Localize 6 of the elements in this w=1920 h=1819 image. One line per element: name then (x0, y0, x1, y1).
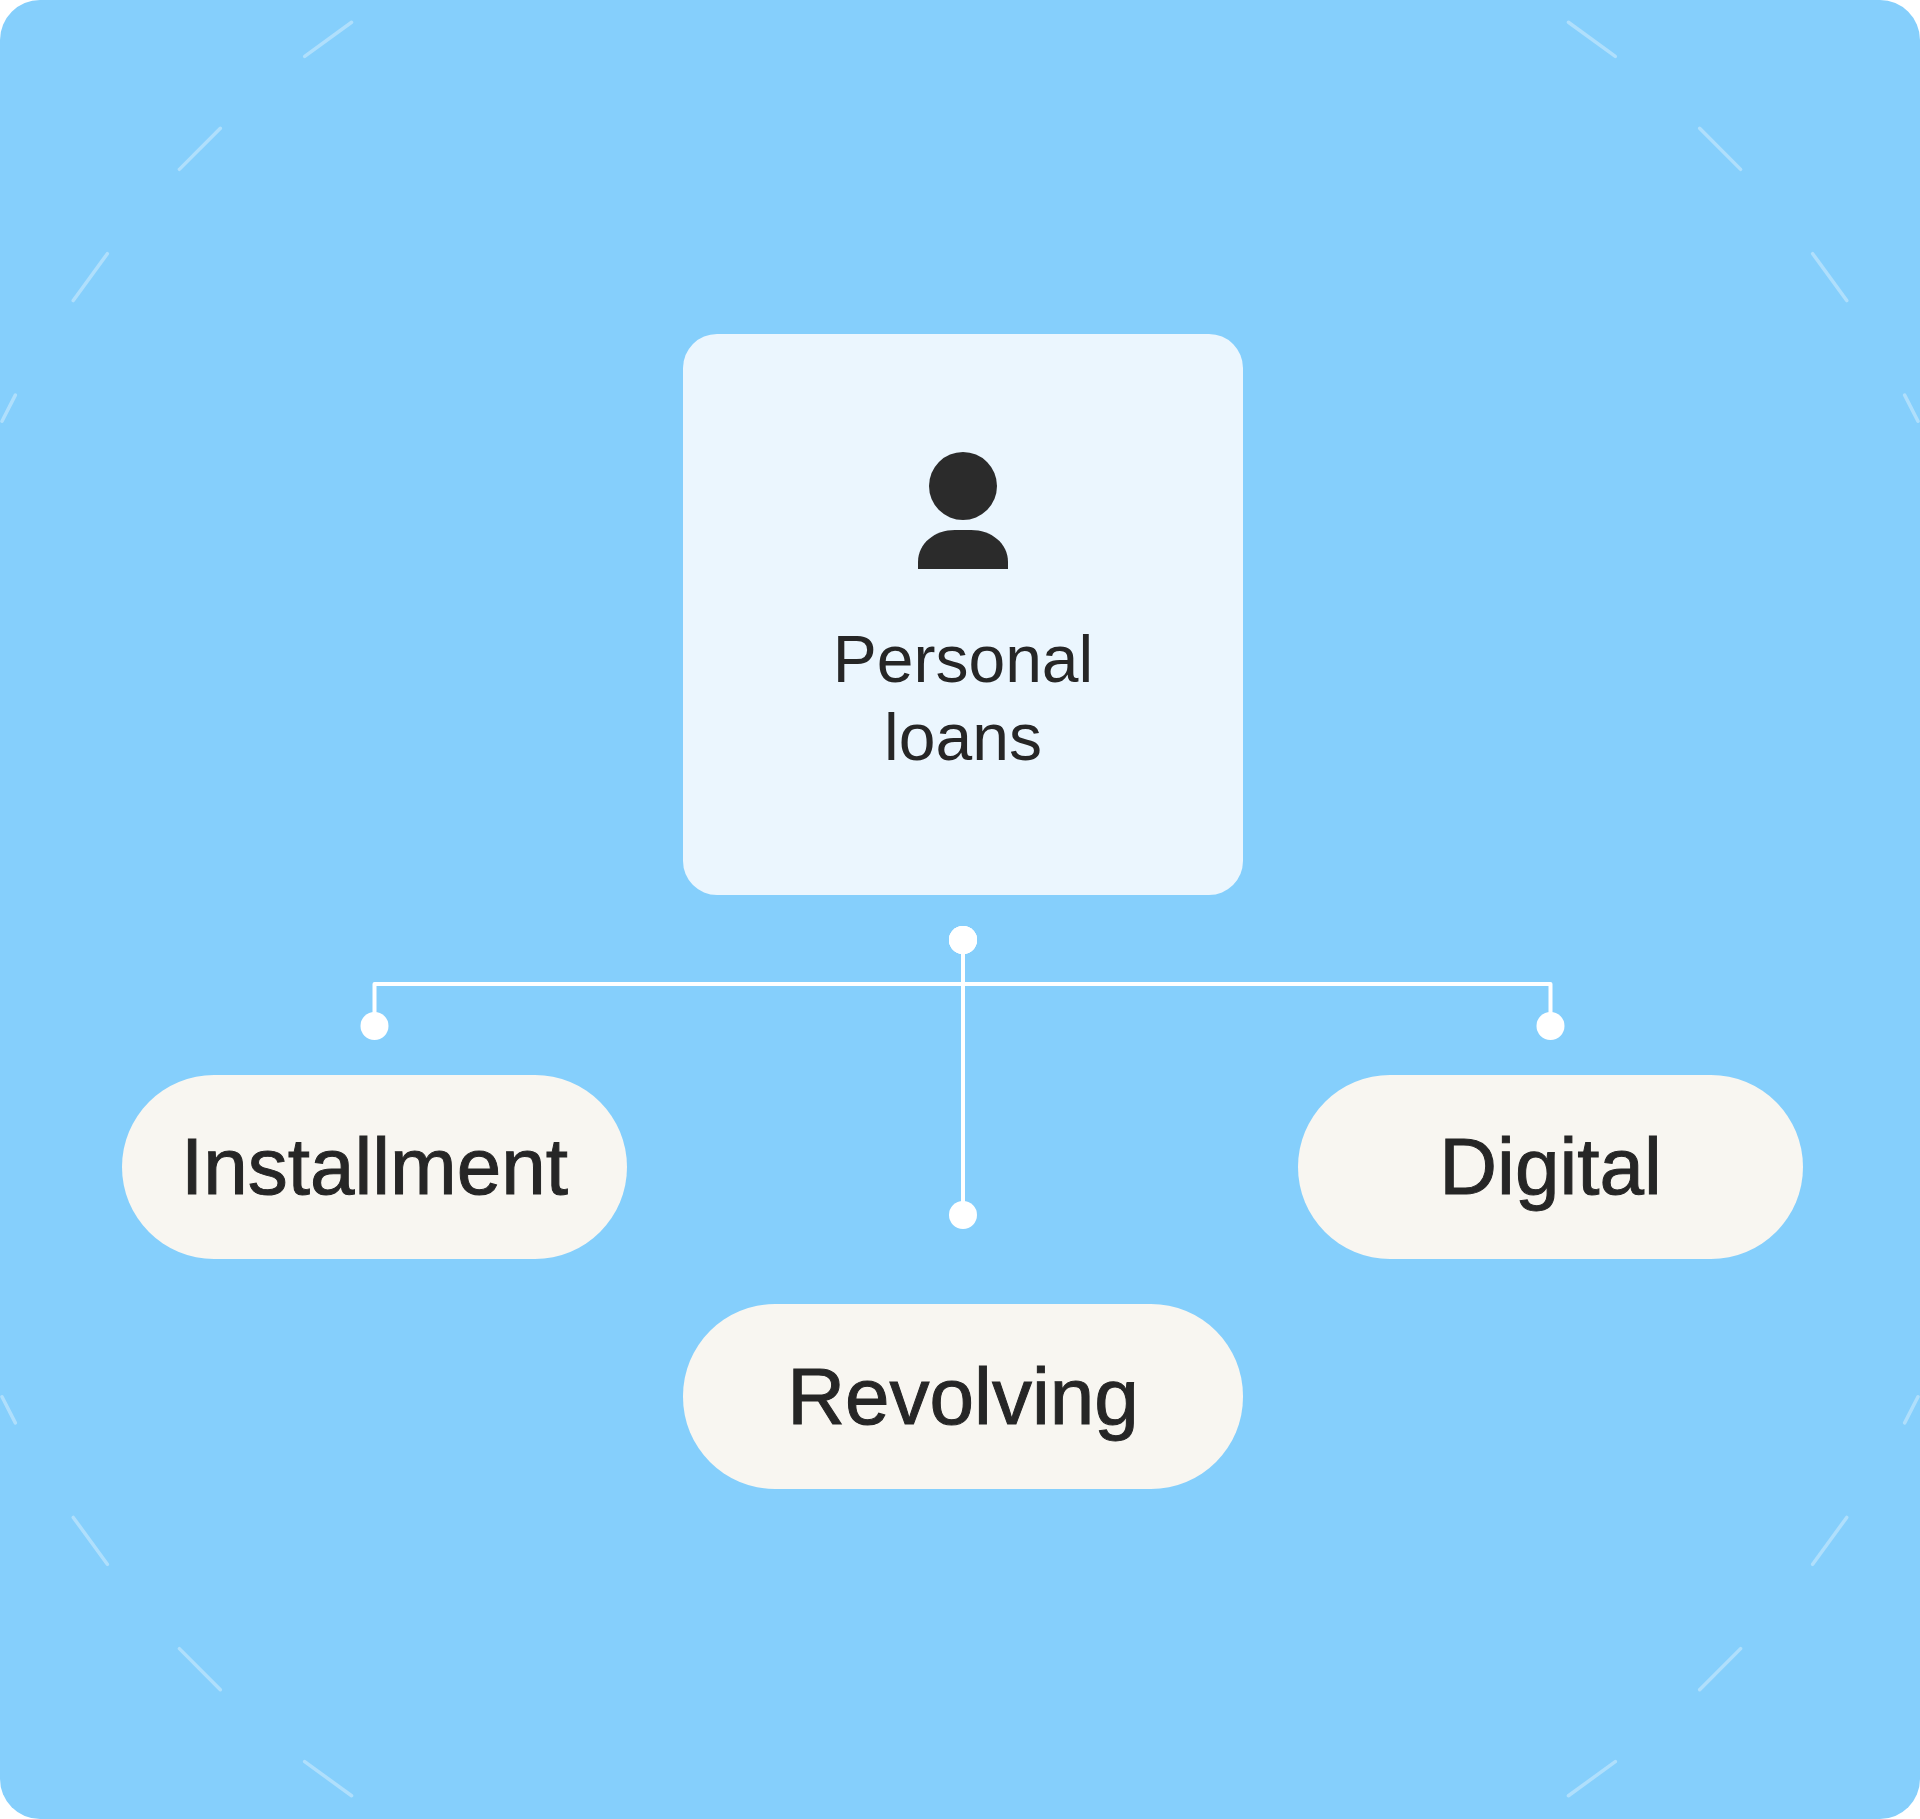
loan-type-label: Revolving (787, 1350, 1139, 1443)
category-card (683, 334, 1243, 895)
connector (949, 926, 977, 1229)
loan-type-label: Installment (181, 1121, 568, 1213)
loan-type-label: Digital (1439, 1121, 1662, 1213)
category-label: Personal loans (831, 621, 1095, 776)
